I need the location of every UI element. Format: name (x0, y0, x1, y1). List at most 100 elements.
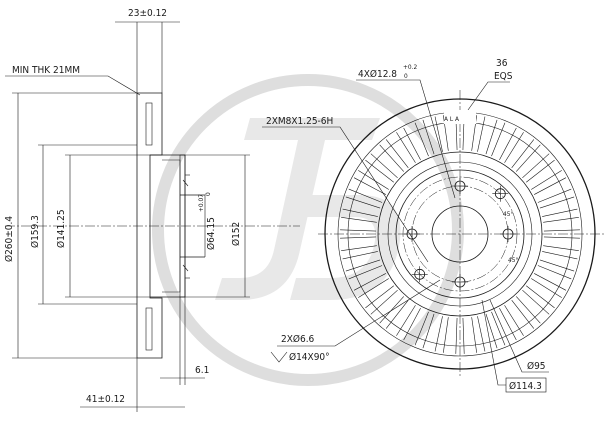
vane-line (539, 259, 575, 272)
vane-line (511, 139, 535, 168)
vane-line (422, 119, 435, 155)
vane-line (342, 208, 378, 217)
vane-line (370, 289, 398, 315)
vane-line (345, 259, 381, 272)
vane-line (491, 122, 506, 157)
vane-line (543, 236, 580, 239)
svg-text:A L A: A L A (444, 115, 459, 123)
vane-line (385, 300, 409, 329)
bolt-hole-center (411, 266, 428, 283)
vane-line (542, 208, 578, 217)
vane-line (504, 305, 524, 336)
vane-line (455, 317, 458, 354)
vane-line (543, 245, 579, 251)
bolt-hole-center (452, 178, 468, 194)
vane-line (379, 296, 405, 324)
vane-line (414, 122, 429, 157)
vane-line (515, 296, 541, 324)
vane-line (414, 311, 429, 346)
bolt-hole-center (500, 226, 516, 242)
vane-line (526, 159, 555, 183)
angle-label-1: 45° (503, 210, 513, 218)
vane-line (358, 278, 389, 298)
vane-line (348, 265, 383, 280)
dia-95-label: Ø95 (527, 360, 546, 372)
vane-line (379, 144, 405, 172)
vane-line (358, 170, 389, 190)
vane-line (443, 317, 449, 353)
vane-line (462, 317, 465, 354)
vane-line (485, 313, 498, 349)
vane-line (340, 236, 377, 239)
vane-line (511, 300, 535, 329)
vane-line (341, 217, 377, 223)
vane-line (353, 273, 386, 291)
dia-152-label: Ø152 (230, 222, 242, 246)
holes-4x-tol-label: +0.2 (403, 63, 417, 71)
vane-line (396, 132, 416, 163)
vane-line (499, 308, 517, 341)
vane-line (403, 127, 421, 160)
vane-line (422, 313, 435, 349)
min-thickness-label: MIN THK 21MM (12, 65, 80, 76)
vane-line (531, 170, 562, 190)
vane-line (504, 132, 524, 163)
holes-2x-label: 2XØ6.6 (281, 333, 315, 345)
vane-line (539, 196, 575, 209)
vane-line (342, 251, 378, 260)
bolt-holes (404, 178, 516, 290)
vane-line (365, 285, 394, 309)
vane-line (485, 119, 498, 155)
vane-line (543, 229, 580, 232)
dim-6-1-label: 6.1 (195, 365, 209, 376)
vane-line (522, 153, 550, 179)
dim-41-label: 41±0.12 (86, 394, 125, 405)
vane-line (515, 144, 541, 172)
bolt-hole-center (452, 274, 468, 290)
vane-line (340, 229, 377, 232)
vane-line (385, 139, 409, 168)
width-dim-label: 23±0.12 (128, 8, 167, 19)
vane-line (396, 305, 416, 336)
holes-4x-label: 4XØ12.8 (358, 68, 397, 80)
vane-line (534, 177, 567, 195)
vane-line (542, 251, 578, 260)
vane-line (348, 188, 383, 203)
watermark-logo (152, 74, 464, 386)
dia-64-label: Ø64.15 (205, 217, 217, 250)
front-view: 4XØ12.8 +0.2 0 36 EQS 2XM8X1.25-6H A L A… (262, 58, 605, 393)
dia-64-tol-label: +0.07 (197, 194, 205, 212)
vane-line (471, 317, 477, 353)
dia-141-label: Ø141.25 (55, 209, 67, 248)
dia-64-tol2-label: 0 (204, 192, 212, 196)
eqs-label: EQS (494, 71, 513, 82)
vane-line (341, 245, 377, 251)
eqs-number-label: 36 (496, 58, 508, 69)
vane-line (534, 273, 567, 291)
vane-line (531, 278, 562, 298)
countersink-label: Ø14X90° (289, 351, 330, 363)
dia-159-label: Ø159.3 (29, 215, 41, 248)
vane-line (345, 196, 381, 209)
vane-line (434, 116, 443, 152)
vane-line (477, 316, 486, 352)
angle-label-2: 45° (508, 256, 518, 264)
bolt-hole-center (404, 226, 420, 242)
vane-line (477, 116, 486, 152)
vane-line (353, 177, 386, 195)
vane-line (537, 188, 572, 203)
vane-line (526, 285, 555, 309)
vane-line (491, 311, 506, 346)
vane-line (370, 153, 398, 179)
vane-line (499, 127, 517, 160)
vane-line (403, 308, 421, 341)
holes-4x-tol2-label: 0 (404, 72, 408, 80)
dia-114-label: Ø114.3 (509, 380, 542, 392)
vane-line (522, 289, 550, 315)
cooling-vanes (340, 114, 580, 354)
thread-label: 2XM8X1.25-6H (266, 116, 333, 127)
vane-line (537, 265, 572, 280)
vane-line (434, 316, 443, 352)
outer-diameter-label: Ø260±0.4 (3, 216, 15, 262)
